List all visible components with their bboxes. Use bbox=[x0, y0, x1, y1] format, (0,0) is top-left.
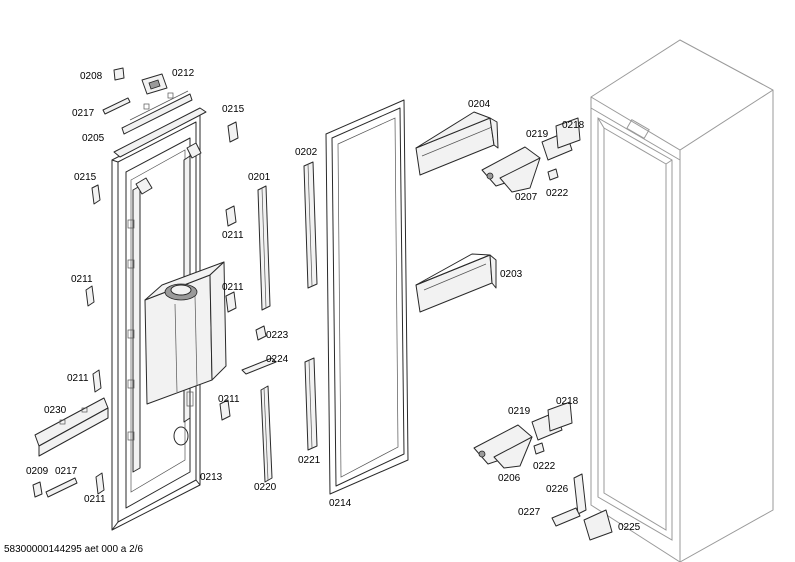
label-0211: 0211 bbox=[218, 394, 240, 405]
label-0217: 0217 bbox=[72, 108, 95, 119]
label-0218: 0218 bbox=[556, 396, 579, 407]
label-0211: 0211 bbox=[67, 373, 89, 384]
label-0226: 0226 bbox=[546, 484, 569, 495]
label-0208: 0208 bbox=[80, 71, 103, 82]
label-0224: 0224 bbox=[266, 354, 289, 365]
label-0206: 0206 bbox=[498, 473, 521, 484]
label-0204: 0204 bbox=[468, 99, 491, 110]
dispenser-housing bbox=[144, 261, 227, 405]
strip-0220 bbox=[260, 385, 273, 483]
small-parts-bottom-left bbox=[32, 477, 78, 498]
label-0219: 0219 bbox=[508, 406, 531, 417]
label-0202: 0202 bbox=[295, 147, 318, 158]
label-0225: 0225 bbox=[618, 522, 641, 533]
label-0211: 0211 bbox=[222, 230, 244, 241]
bottom-right-parts bbox=[551, 473, 613, 541]
parts-0223-0224 bbox=[241, 325, 277, 375]
label-0227: 0227 bbox=[518, 507, 541, 518]
door-bin-0204 bbox=[415, 111, 499, 176]
hinge-upper bbox=[481, 117, 581, 193]
label-0220: 0220 bbox=[254, 482, 277, 493]
strip-0202 bbox=[303, 161, 318, 289]
label-0211: 0211 bbox=[84, 494, 106, 505]
label-0219: 0219 bbox=[526, 129, 549, 140]
label-0218: 0218 bbox=[562, 120, 585, 131]
label-0230: 0230 bbox=[44, 405, 67, 416]
label-0211: 0211 bbox=[71, 274, 93, 285]
door-gasket-0214 bbox=[325, 99, 409, 495]
strip-0221 bbox=[304, 357, 318, 451]
label-0222: 0222 bbox=[533, 461, 556, 472]
label-0215: 0215 bbox=[222, 104, 245, 115]
label-0205: 0205 bbox=[82, 133, 105, 144]
label-0217: 0217 bbox=[55, 466, 78, 477]
clips-left bbox=[85, 121, 239, 495]
part-labels: 0208 0212 0217 0205 0215 0215 0211 0211 … bbox=[26, 68, 641, 533]
label-0203: 0203 bbox=[500, 269, 523, 280]
door-assembly-0205 bbox=[111, 107, 227, 531]
label-0213: 0213 bbox=[200, 472, 223, 483]
label-0223: 0223 bbox=[266, 330, 289, 341]
top-bracket-parts bbox=[102, 67, 193, 135]
label-0222: 0222 bbox=[546, 188, 569, 199]
label-0221: 0221 bbox=[298, 455, 321, 466]
label-0212: 0212 bbox=[172, 68, 195, 79]
label-0214: 0214 bbox=[329, 498, 352, 509]
cabinet-outline bbox=[590, 39, 774, 562]
drawing-reference: 58300000144295 aet 000 a 2/6 bbox=[4, 544, 143, 555]
label-0209: 0209 bbox=[26, 466, 49, 477]
bracket-0230 bbox=[34, 397, 109, 457]
door-bin-0203 bbox=[415, 253, 497, 313]
label-0207: 0207 bbox=[515, 192, 538, 203]
label-0201: 0201 bbox=[248, 172, 271, 183]
hinge-lower bbox=[473, 401, 573, 469]
label-0211: 0211 bbox=[222, 282, 244, 293]
strip-0201 bbox=[257, 185, 271, 311]
label-0215: 0215 bbox=[74, 172, 97, 183]
